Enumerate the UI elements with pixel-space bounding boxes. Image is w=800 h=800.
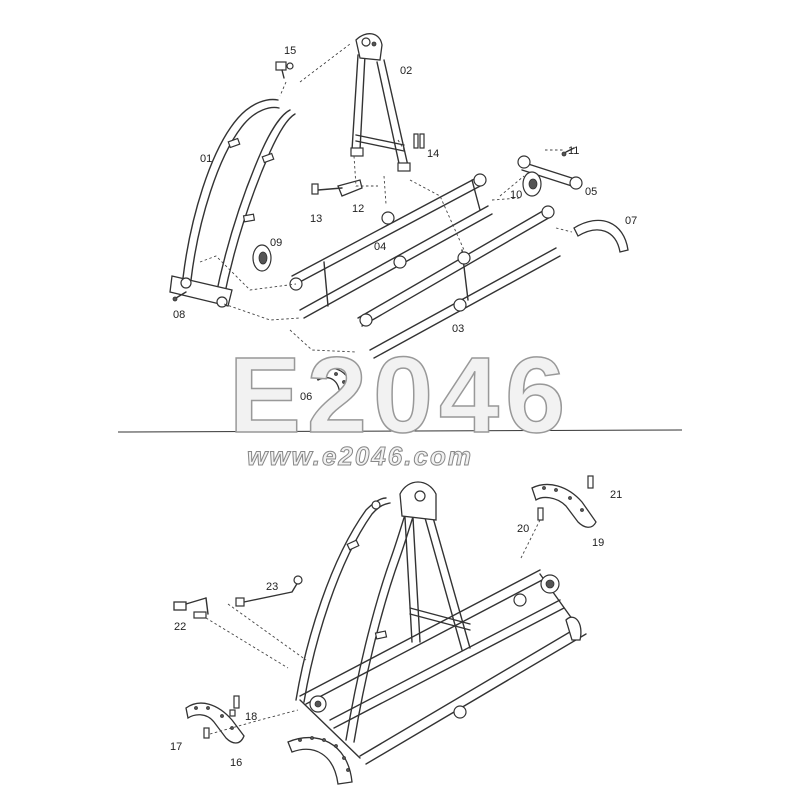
part-22-pedal xyxy=(173,597,209,619)
lower-assembly-lines xyxy=(205,519,541,735)
callout-18: 18 xyxy=(245,711,257,723)
callout-13: 13 xyxy=(310,213,322,225)
callout-21: 21 xyxy=(610,489,622,501)
part-14-clips xyxy=(413,133,425,149)
assembled-base-frame xyxy=(299,569,587,765)
callout-09: 09 xyxy=(270,237,282,249)
part-01-front-hoop xyxy=(169,98,296,308)
lower-assembled-view: 16 17 18 19 20 21 22 23 xyxy=(170,475,622,785)
callout-01: 01 xyxy=(200,153,212,165)
callout-12: 12 xyxy=(352,203,364,215)
upper-callouts: 01 02 03 04 05 06 07 08 09 10 11 12 13 1… xyxy=(173,45,637,403)
callout-02: 02 xyxy=(400,65,412,77)
callout-19: 19 xyxy=(592,537,604,549)
callout-04: 04 xyxy=(374,241,386,253)
callout-16: 16 xyxy=(230,757,242,769)
callout-20: 20 xyxy=(517,523,529,535)
part-23-control-rod xyxy=(235,575,303,607)
callout-23: 23 xyxy=(266,581,278,593)
assembled-sector xyxy=(287,736,353,785)
part-17-18-pins xyxy=(203,695,240,739)
watermark-url: www.e2046.com xyxy=(247,441,473,471)
part-15-bracket xyxy=(275,61,294,79)
callout-15: 15 xyxy=(284,45,296,57)
lower-callouts: 16 17 18 19 20 21 22 23 xyxy=(170,489,622,769)
callout-08: 08 xyxy=(173,309,185,321)
part-09-pulley xyxy=(252,244,272,272)
part-16-link-arm xyxy=(185,702,245,744)
callout-06: 06 xyxy=(300,391,312,403)
watermark-brand: E2046 xyxy=(229,334,571,455)
part-19-link-arm xyxy=(531,483,597,528)
part-20-21-pins xyxy=(537,475,594,521)
part-02-pylon xyxy=(350,33,411,172)
callout-17: 17 xyxy=(170,741,182,753)
watermark: E2046 www.e2046.com xyxy=(117,333,683,472)
part-04-frame-rail xyxy=(289,173,493,319)
callout-05: 05 xyxy=(585,186,597,198)
divider-line xyxy=(117,429,683,433)
upper-assembly-lines xyxy=(199,43,573,371)
part-10-pulley xyxy=(522,171,542,197)
part-11-bolt xyxy=(561,147,575,157)
part-03-rear-frame xyxy=(357,205,561,359)
part-08-bolt xyxy=(172,291,187,302)
callout-07: 07 xyxy=(625,215,637,227)
callout-10: 10 xyxy=(510,189,522,201)
part-12-13-bracket xyxy=(311,179,363,197)
assembled-pylon xyxy=(371,481,471,651)
callout-22: 22 xyxy=(174,621,186,633)
part-07-skid xyxy=(573,219,629,253)
callout-11: 11 xyxy=(568,145,579,157)
callout-03: 03 xyxy=(452,323,464,335)
assembled-front-hoop xyxy=(295,497,419,743)
upper-exploded-view: 01 02 03 04 05 06 07 08 09 10 11 12 13 1… xyxy=(169,33,637,403)
callout-14: 14 xyxy=(427,148,439,160)
